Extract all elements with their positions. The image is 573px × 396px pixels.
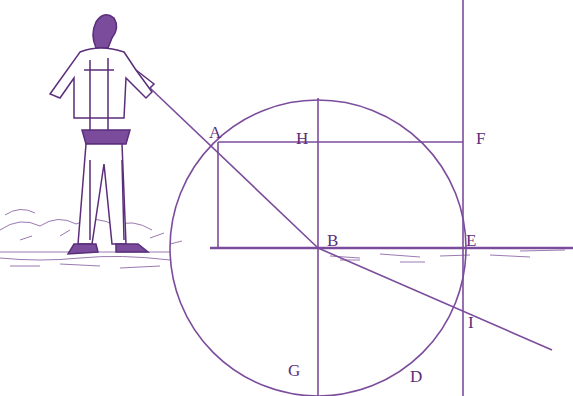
point-label: G <box>288 362 300 379</box>
point-label: D <box>410 368 422 385</box>
point-label: B <box>327 232 338 249</box>
point-label: F <box>476 130 485 147</box>
point-label: E <box>466 232 476 249</box>
point-label: H <box>296 130 308 147</box>
point-label: I <box>468 314 474 331</box>
point-label: A <box>209 124 221 141</box>
